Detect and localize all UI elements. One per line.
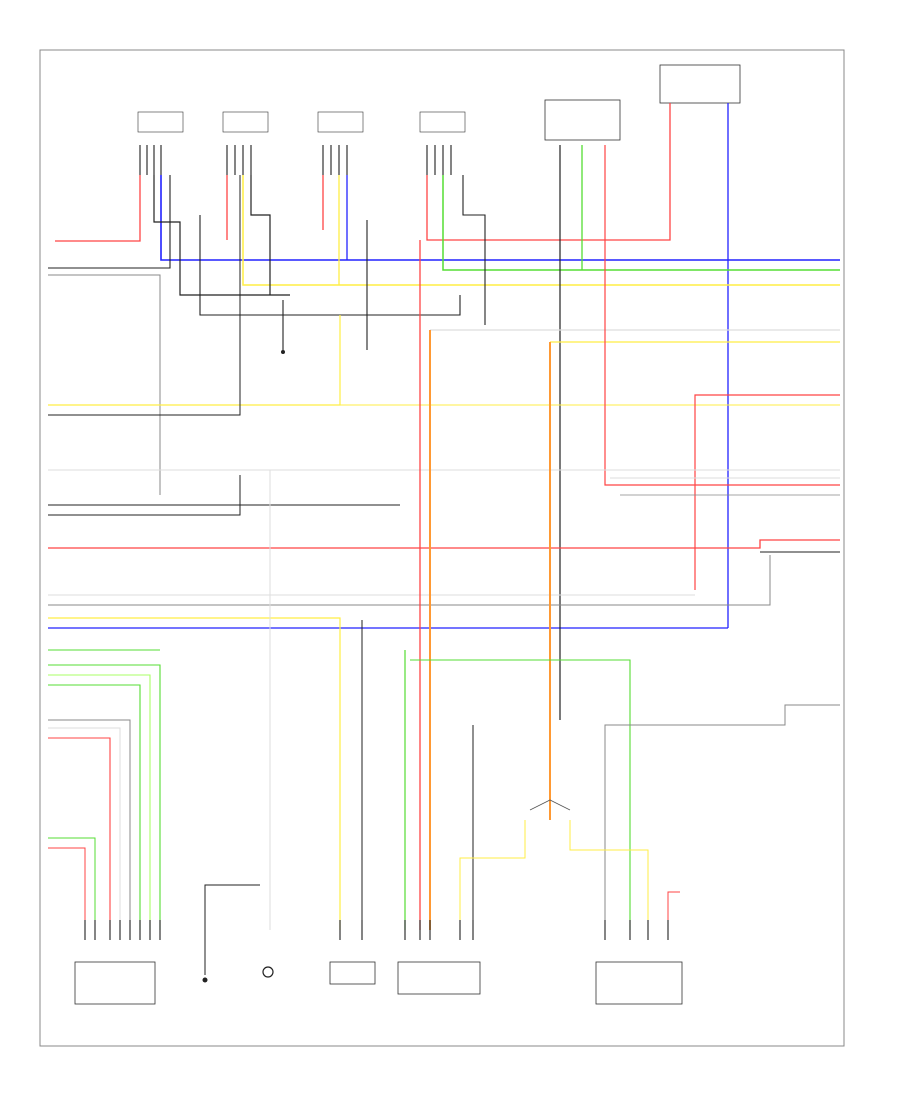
component-box-5 [397, 961, 481, 995]
junction-dot [281, 350, 285, 354]
wire-red-lower-2 [48, 847, 86, 930]
top-connector-2 [222, 111, 269, 175]
wire-blue-bus [160, 175, 840, 261]
sensor-symbol [262, 966, 274, 978]
wire-yellow-mid [48, 315, 341, 406]
wire-green-mid-2 [410, 659, 631, 930]
sensor-module-box [659, 64, 741, 104]
wire-yellow-right-lower-2 [569, 820, 649, 930]
top-connector-1 [137, 111, 184, 175]
wire-red-right-lower [667, 891, 680, 930]
diagram-border [39, 49, 845, 1047]
component-box-4 [329, 961, 376, 985]
wire-black-1 [153, 175, 290, 296]
wire-black-2 [250, 175, 271, 295]
component-box-6 [595, 961, 683, 1005]
wire-yellow-bus [242, 175, 840, 286]
wire-green-short [48, 837, 96, 930]
wire-red-lower [48, 737, 111, 930]
wire-black-3 [48, 175, 171, 269]
wire-black-ground [204, 884, 260, 975]
wire-black-low-2 [48, 475, 241, 516]
ground-symbol-1 [202, 977, 208, 983]
top-connector-3 [317, 111, 364, 175]
wire-yellow-right-lower [459, 820, 526, 930]
control-module-box [544, 99, 621, 141]
wire-red-1 [55, 175, 141, 242]
wire-gray-left [48, 274, 161, 495]
wire-red-right-1 [694, 394, 840, 590]
wire-gray-right-lower [604, 704, 840, 930]
wire-red-right-2 [604, 145, 840, 486]
wire-gray-lower-1 [48, 719, 131, 930]
wire-green-low-3 [48, 674, 151, 930]
wire-green-low-2 [48, 664, 161, 930]
wire-red-4 [426, 103, 671, 241]
wire-red-long [48, 539, 840, 549]
wire-black-4 [199, 215, 461, 316]
wire-black-7 [462, 175, 486, 325]
wire-green-bus [442, 175, 840, 271]
top-connector-4 [419, 111, 466, 175]
bottom-pin-ticks [84, 920, 669, 940]
wire-white-lower [48, 727, 121, 930]
wire-split-1 [529, 799, 571, 811]
wire-gray-low [48, 555, 771, 606]
wire-green-low-4 [48, 684, 141, 930]
wire-yellow-low [48, 617, 341, 930]
component-box-1 [74, 961, 156, 1005]
wire-black-mid [48, 175, 241, 416]
